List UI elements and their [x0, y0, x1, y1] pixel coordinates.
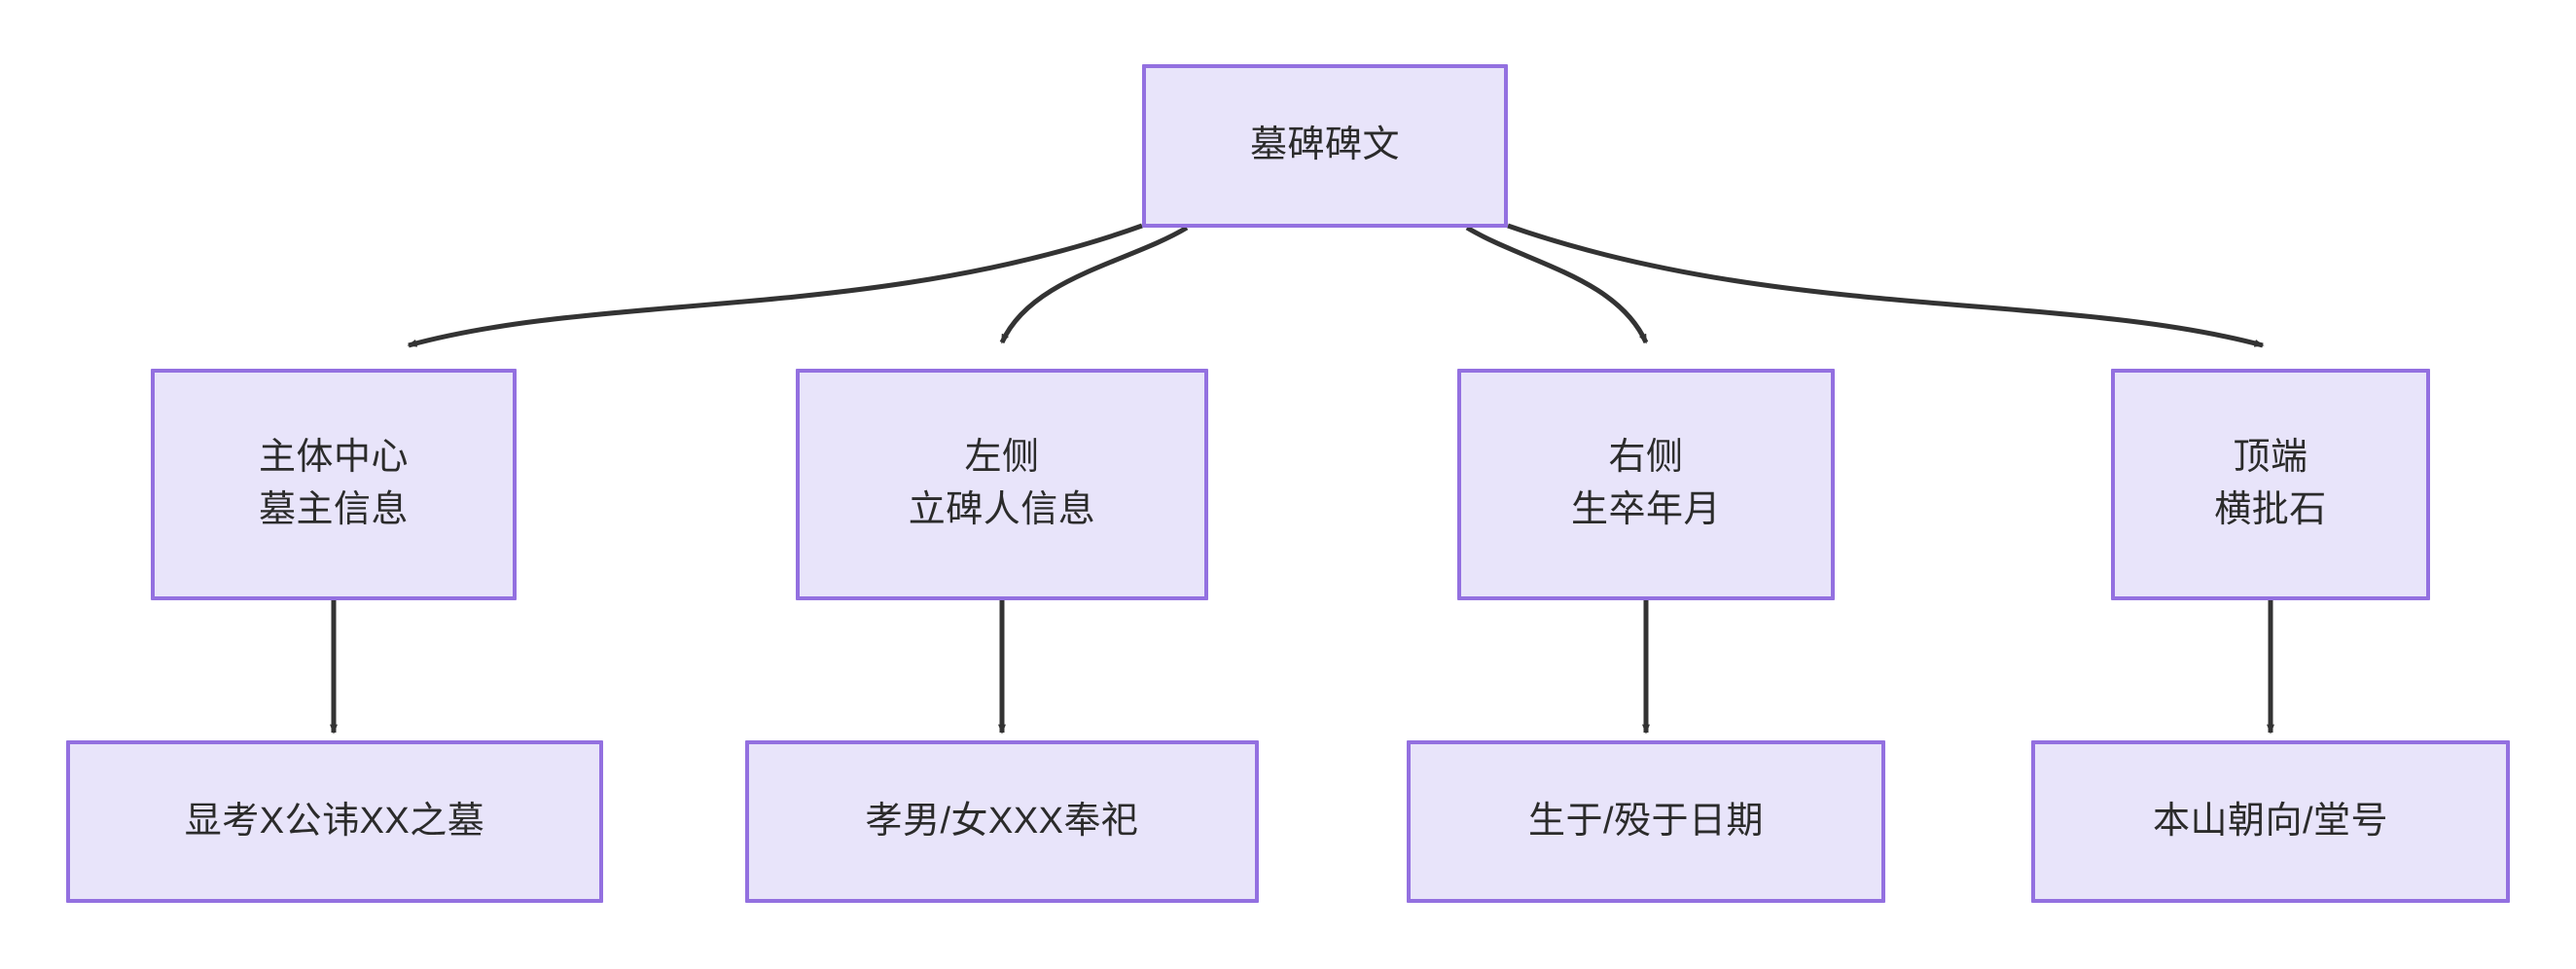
node-left-label-line1: 左侧	[964, 437, 1040, 479]
edge-root-to-right	[1465, 225, 1649, 344]
node-left-detail-label: 孝男/女XXX奉祀	[865, 800, 1139, 842]
node-left-label-line2: 立碑人信息	[908, 489, 1096, 530]
node-root-label: 墓碑碑文	[1249, 125, 1400, 166]
edge-root-to-center	[407, 223, 1143, 348]
node-left[interactable]: 左侧 立碑人信息	[796, 369, 1208, 600]
node-right-detail-label: 生于/殁于日期	[1527, 800, 1765, 842]
node-top-label-line1: 顶端	[2233, 437, 2308, 479]
node-center-label-line1: 主体中心	[258, 437, 409, 479]
node-top-label-line2: 横批石	[2214, 489, 2327, 530]
node-right-label-line1: 右侧	[1608, 437, 1684, 479]
edge-root-to-left	[999, 225, 1189, 344]
node-root[interactable]: 墓碑碑文	[1142, 64, 1508, 228]
node-right-detail[interactable]: 生于/殁于日期	[1407, 740, 1885, 903]
edge-root-to-top	[1507, 223, 2265, 348]
node-center-detail-label: 显考X公讳XX之墓	[184, 800, 485, 842]
node-top-detail[interactable]: 本山朝向/堂号	[2031, 740, 2510, 903]
node-right-label-line2: 生卒年月	[1570, 489, 1721, 530]
node-center-detail[interactable]: 显考X公讳XX之墓	[66, 740, 603, 903]
node-top-detail-label: 本山朝向/堂号	[2152, 800, 2389, 842]
node-center-label-line2: 墓主信息	[258, 489, 409, 530]
node-center[interactable]: 主体中心 墓主信息	[151, 369, 517, 600]
node-left-detail[interactable]: 孝男/女XXX奉祀	[745, 740, 1259, 903]
node-top[interactable]: 顶端 横批石	[2111, 369, 2430, 600]
node-right[interactable]: 右侧 生卒年月	[1457, 369, 1835, 600]
